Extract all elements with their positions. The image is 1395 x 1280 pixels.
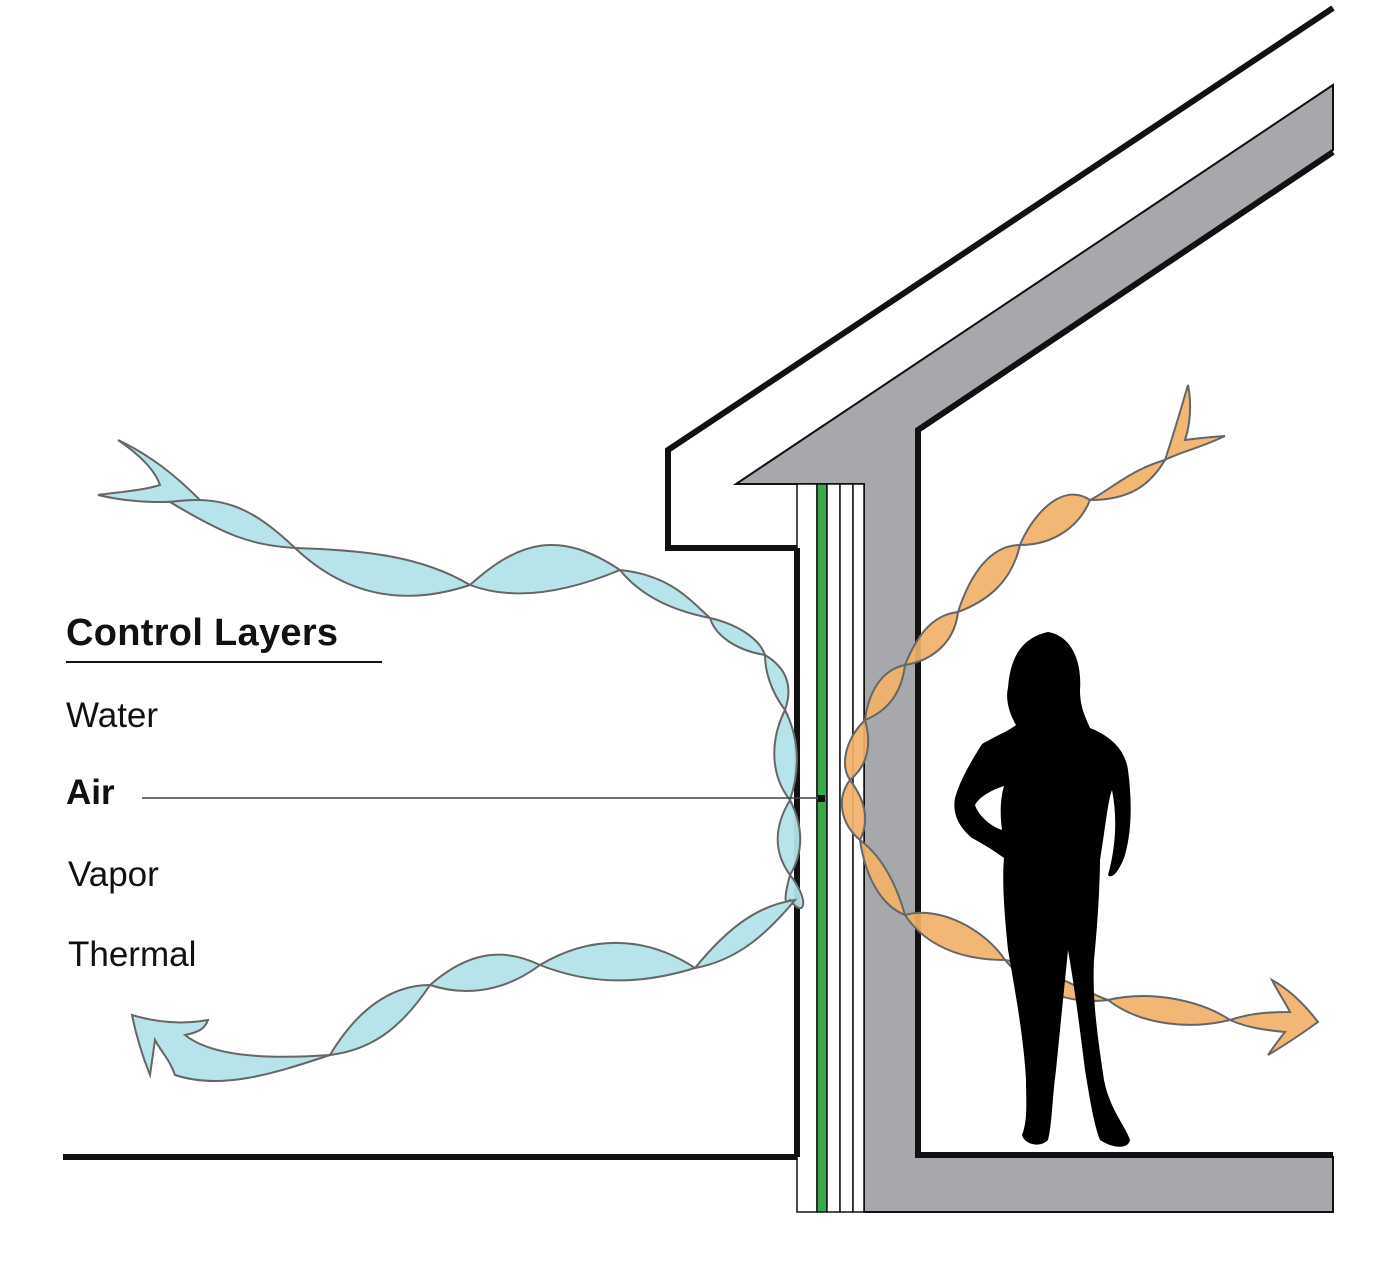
legend-title-underline xyxy=(66,661,382,663)
legend-title: Control Layers xyxy=(66,612,339,654)
legend-item-air: Air xyxy=(66,773,115,812)
legend-item-thermal: Thermal xyxy=(68,935,197,974)
legend-item-water: Water xyxy=(66,696,159,735)
air-barrier-layer xyxy=(816,483,828,1213)
interior-outline xyxy=(915,149,1335,1158)
insulation-layer xyxy=(839,483,854,1213)
outdoor-air-flow xyxy=(97,439,805,1083)
sheathing-layer xyxy=(826,483,841,1213)
standing-woman-silhouette-icon xyxy=(954,632,1131,1147)
air-callout-marker xyxy=(818,795,825,802)
roof-eave-outline xyxy=(665,5,1335,551)
legend-item-vapor: Vapor xyxy=(68,855,159,894)
